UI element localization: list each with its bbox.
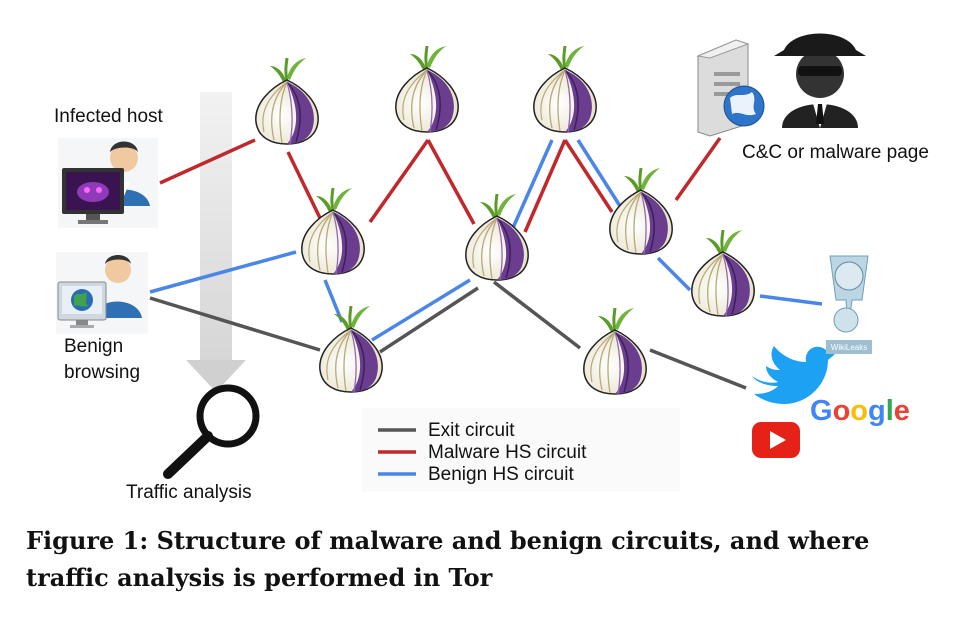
youtube-icon <box>752 422 800 458</box>
traffic-analysis-label: Traffic analysis <box>126 482 252 503</box>
wikileaks-icon: WikiLeaks <box>826 255 872 354</box>
legend-item: Exit circuit <box>378 420 515 441</box>
traffic-analysis-arrow <box>186 92 246 392</box>
tor-onion-icon <box>464 192 530 282</box>
benign-host-icon <box>56 252 148 334</box>
legend-label: Malware HS circuit <box>428 442 587 463</box>
google-logo: Google <box>810 395 910 427</box>
cc-page-label: C&C or malware page <box>742 142 929 163</box>
monitor-icon <box>62 168 124 224</box>
svg-text:Google: Google <box>810 395 910 427</box>
globe-icon <box>71 289 93 311</box>
infected-host-icon <box>58 138 158 228</box>
tor-onion-icon <box>690 228 756 318</box>
tor-onion-icon <box>532 44 598 134</box>
benign-hs-circuit <box>149 139 823 342</box>
malware-hs-circuit <box>159 136 722 233</box>
server-icon <box>696 39 765 137</box>
benign-browsing-label-line1: Benign <box>64 336 124 357</box>
infected-host-label: Infected host <box>54 106 163 127</box>
tor-onion-icon <box>318 304 384 394</box>
exit-circuit <box>149 280 747 390</box>
tor-onion-icon <box>608 166 674 256</box>
figure-caption: Figure 1: Structure of malware and benig… <box>26 526 870 592</box>
benign-browsing-label-line2: browsing <box>64 362 141 383</box>
tor-onion-icon <box>394 44 460 134</box>
legend-item: Malware HS circuit <box>378 442 587 463</box>
tor-onion-icon <box>254 56 320 146</box>
svg-text:WikiLeaks: WikiLeaks <box>831 343 867 352</box>
legend-label: Exit circuit <box>428 420 515 441</box>
monitor-icon <box>57 281 107 328</box>
legend-label: Benign HS circuit <box>428 464 574 485</box>
hacker-icon <box>774 33 866 128</box>
legend-item: Benign HS circuit <box>378 464 574 485</box>
globe-icon <box>723 85 765 127</box>
twitter-icon <box>752 344 838 404</box>
magnifier-icon <box>163 384 260 479</box>
tor-onion-icon <box>582 306 648 396</box>
